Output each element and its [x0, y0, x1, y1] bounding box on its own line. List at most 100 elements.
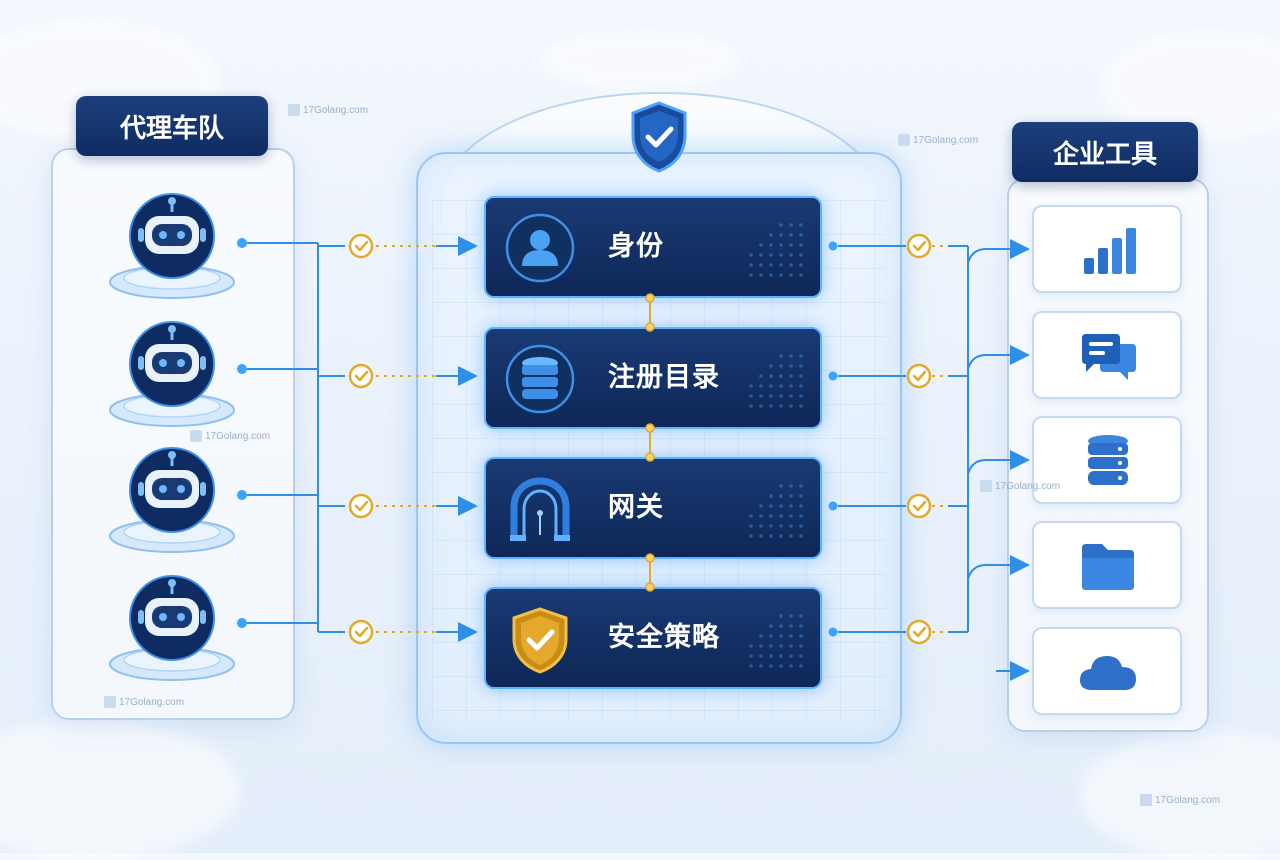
decorative-dot: [789, 624, 793, 628]
decorative-dot: [769, 273, 773, 277]
checkpoint-ring: [348, 363, 374, 389]
decorative-dot: [779, 654, 783, 658]
watermark: 17Golang.com: [288, 104, 368, 116]
decorative-dot: [779, 263, 783, 267]
decorative-dot: [799, 253, 803, 257]
checkpoint-icon: [348, 233, 374, 259]
decorative-dot: [799, 223, 803, 227]
card-link-dot: [645, 582, 655, 592]
decorative-dot: [799, 394, 803, 398]
decorative-dot: [759, 394, 763, 398]
tool-cloud[interactable]: [1032, 627, 1182, 715]
checkpoint-icon: [348, 493, 374, 519]
decorative-dot: [759, 273, 763, 277]
decorative-dot: [769, 374, 773, 378]
decorative-dot: [799, 233, 803, 237]
arrow-into-tool: [967, 345, 1030, 370]
agent-port-dot: [237, 490, 247, 500]
decorative-dot: [779, 243, 783, 247]
checkpoint-ring: [906, 363, 932, 389]
decorative-dot: [789, 354, 793, 358]
watermark: 17Golang.com: [104, 696, 184, 708]
decorative-dot: [759, 524, 763, 528]
robot-icon: [109, 193, 235, 299]
card-port-dot: [828, 627, 838, 637]
decorative-dot: [799, 273, 803, 277]
tool-database[interactable]: [1032, 416, 1182, 504]
decorative-dot: [749, 263, 753, 267]
tool-analytics[interactable]: [1032, 205, 1182, 293]
card-gateway[interactable]: 网关: [484, 457, 822, 559]
checkpoint-mark: [912, 626, 927, 638]
robot-icon: [109, 321, 235, 427]
card-link-dot: [645, 452, 655, 462]
decorative-dot: [789, 243, 793, 247]
decorative-dot: [789, 394, 793, 398]
checkpoint-mark: [354, 370, 369, 382]
decorative-dot: [759, 404, 763, 408]
background-cloud: [0, 720, 240, 860]
watermark-text: 17Golang.com: [303, 104, 369, 116]
decorative-dot: [779, 384, 783, 388]
decorative-dot: [799, 634, 803, 638]
decorative-dot: [769, 243, 773, 247]
decorative-dot: [779, 394, 783, 398]
decorative-dot: [789, 404, 793, 408]
decorative-dot: [789, 644, 793, 648]
background-cloud: [1080, 730, 1280, 860]
decorative-dot: [779, 233, 783, 237]
agent-robot[interactable]: [107, 574, 237, 684]
chat-bubbles-icon: [1082, 334, 1136, 380]
card-link-dot: [645, 322, 655, 332]
decorative-dot: [749, 253, 753, 257]
card-label: 网关: [608, 492, 664, 523]
decorative-dot: [759, 243, 763, 247]
decorative-dot: [779, 524, 783, 528]
decorative-dot: [779, 504, 783, 508]
card-security-policy[interactable]: 安全策略: [484, 587, 822, 689]
card-label: 身份: [608, 231, 664, 262]
decorative-dot: [749, 534, 753, 538]
decorative-dot: [779, 494, 783, 498]
decorative-dot: [779, 514, 783, 518]
decorative-dot: [799, 374, 803, 378]
agent-robot[interactable]: [107, 320, 237, 430]
checkpoint-icon: [348, 363, 374, 389]
agent-robot[interactable]: [107, 446, 237, 556]
decorative-dot: [779, 253, 783, 257]
watermark-text: 17Golang.com: [995, 480, 1061, 492]
user-icon: [505, 213, 575, 283]
checkpoint-icon: [906, 619, 932, 645]
decorative-dot: [799, 624, 803, 628]
background-cloud: [1100, 30, 1280, 140]
decorative-dot: [769, 524, 773, 528]
decorative-dot: [759, 374, 763, 378]
decorative-dot: [789, 534, 793, 538]
decorative-dot: [769, 534, 773, 538]
watermark-logo-icon: [288, 104, 300, 116]
watermark-logo-icon: [104, 696, 116, 708]
watermark-logo-icon: [190, 430, 202, 442]
decorative-dot: [759, 634, 763, 638]
decorative-dot: [749, 514, 753, 518]
decorative-dot: [799, 614, 803, 618]
decorative-dot: [759, 253, 763, 257]
decorative-dot: [799, 644, 803, 648]
decorative-dot: [789, 524, 793, 528]
decorative-dot: [789, 514, 793, 518]
checkpoint-ring: [906, 233, 932, 259]
agent-fleet-title: 代理车队: [76, 96, 268, 156]
decorative-dot: [789, 273, 793, 277]
checkpoint-mark: [354, 240, 369, 252]
decorative-dot: [789, 364, 793, 368]
checkpoint-icon: [906, 363, 932, 389]
tool-files[interactable]: [1032, 521, 1182, 609]
agent-robot[interactable]: [107, 192, 237, 302]
checkpoint-mark: [354, 500, 369, 512]
decorative-dot: [759, 664, 763, 668]
decorative-dots: [749, 223, 803, 277]
tool-messaging[interactable]: [1032, 311, 1182, 399]
decorative-dot: [769, 494, 773, 498]
